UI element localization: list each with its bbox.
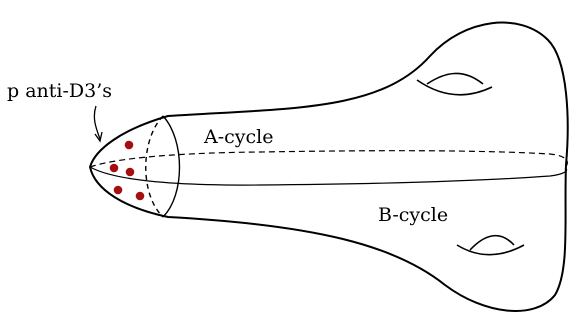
anti-d3-branes: [102, 141, 144, 201]
b-cycle-back: [90, 151, 567, 168]
brane-dot: [125, 141, 134, 150]
brane-dot: [110, 164, 119, 173]
brane-pointer-arrow: [94, 106, 102, 141]
brane-dot: [126, 168, 135, 177]
b-cycle-front: [90, 167, 567, 185]
branes-label: p anti-D3’s: [7, 80, 112, 102]
handle-upper: [417, 73, 492, 94]
a-cycle-label: A-cycle: [203, 126, 273, 148]
brane-dot: [114, 186, 123, 195]
surface-outline: [90, 23, 568, 311]
a-cycle-back: [146, 116, 163, 217]
b-cycle-label: B-cycle: [378, 204, 448, 226]
brane-dot: [136, 192, 145, 201]
handle-lower: [457, 236, 524, 255]
a-cycle-front: [163, 116, 180, 217]
